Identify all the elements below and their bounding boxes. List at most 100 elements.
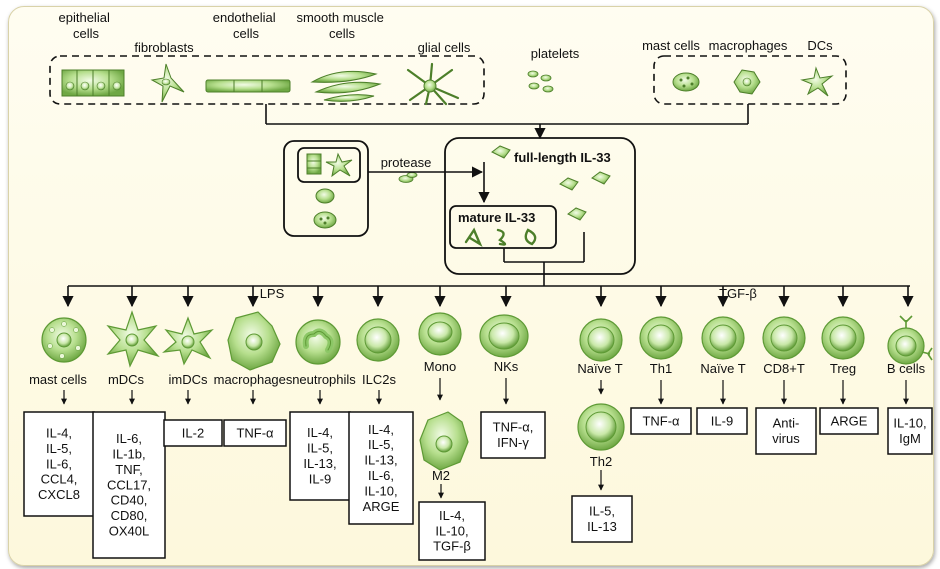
label-fibroblasts: fibroblasts bbox=[134, 40, 194, 55]
monocyte-icon bbox=[419, 313, 461, 355]
label-mast-source: mast cells bbox=[642, 38, 700, 53]
target-label-neutrophils: neutrophils bbox=[292, 372, 356, 387]
output-text-mdcs: CD40, bbox=[111, 493, 148, 508]
output-text-mast: IL-5, bbox=[46, 441, 72, 456]
output-text-neutrophils: IL-5, bbox=[307, 441, 333, 456]
target-label-imdcs: imDCs bbox=[169, 372, 208, 387]
output-text-mdcs: CD80, bbox=[111, 508, 148, 523]
output-text-nks: TNF-α, bbox=[493, 420, 534, 435]
output-text-mdcs: IL-1b, bbox=[112, 447, 145, 462]
output-text-th1: TNF-α bbox=[642, 413, 680, 428]
output-text-ilc2s: IL-6, bbox=[368, 468, 394, 483]
output-text-ilc2s: IL-13, bbox=[364, 453, 397, 468]
output-text-mast: CXCL8 bbox=[38, 487, 80, 502]
ilc2-icon bbox=[357, 319, 399, 361]
label-macrophages-source: macrophages bbox=[709, 38, 788, 53]
glial-cell-icon bbox=[408, 64, 458, 104]
source-connectors bbox=[266, 104, 748, 138]
output-text-nks: IFN-γ bbox=[497, 435, 529, 450]
target-label-ilc2s: ILC2s bbox=[362, 372, 396, 387]
output-boxes: IL-4,IL-5,IL-6,CCL4,CXCL8IL-6,IL-1b,TNF,… bbox=[24, 408, 932, 560]
epithelial-cells-icon bbox=[62, 70, 124, 96]
mature-il33-connectors bbox=[504, 232, 584, 286]
cd8-t-cell-icon bbox=[763, 317, 805, 359]
output-text-neutrophils: IL-13, bbox=[303, 456, 336, 471]
target-label-th1: Th1 bbox=[650, 361, 672, 376]
label-mature-il33: mature IL-33 bbox=[458, 210, 535, 225]
output-text-cd8: virus bbox=[772, 431, 800, 446]
output-text-macrophages: TNF-α bbox=[236, 425, 274, 440]
output-text-mast: IL-6, bbox=[46, 456, 72, 471]
m2-macrophage-icon bbox=[420, 412, 468, 470]
target-label-naive-t-2: Naïve T bbox=[700, 361, 745, 376]
mdc-icon bbox=[108, 312, 158, 366]
target-label-mdcs: mDCs bbox=[108, 372, 145, 387]
label-glial: glial cells bbox=[418, 40, 471, 55]
target-label-mast: mast cells bbox=[29, 372, 87, 387]
output-text-m2: IL-10, bbox=[435, 523, 468, 538]
platelets-icon bbox=[528, 71, 553, 92]
mast-cell-target-icon bbox=[42, 318, 86, 362]
th1-cell-icon bbox=[640, 317, 682, 359]
output-text-ilc2s: IL-10, bbox=[364, 483, 397, 498]
smooth-muscle-icon bbox=[312, 71, 380, 101]
target-label-naive-t-1: Naïve T bbox=[577, 361, 622, 376]
protease-enzyme-icon bbox=[399, 173, 417, 183]
label-lps: LPS bbox=[260, 286, 285, 301]
protease-cells-icon bbox=[307, 154, 352, 228]
label-protease: protease bbox=[381, 155, 432, 170]
output-text-ilc2s: ARGE bbox=[363, 499, 400, 514]
output-text-mast: CCL4, bbox=[41, 472, 78, 487]
target-label-cd8: CD8+T bbox=[763, 361, 805, 376]
endothelial-cells-icon bbox=[206, 80, 290, 92]
output-text-treg: ARGE bbox=[831, 413, 868, 428]
output-text-neutrophils: IL-4, bbox=[307, 425, 333, 440]
output-text-bcells: IgM bbox=[899, 431, 921, 446]
output-text-th2: IL-13 bbox=[587, 519, 617, 534]
target-label-macrophages: macrophages bbox=[214, 372, 293, 387]
target-label-th2: Th2 bbox=[590, 454, 612, 469]
target-label-mono: Mono bbox=[424, 359, 457, 374]
target-label-m2: M2 bbox=[432, 468, 450, 483]
target-label-treg: Treg bbox=[830, 361, 856, 376]
output-text-mast: IL-4, bbox=[46, 426, 72, 441]
imdc-icon bbox=[164, 318, 212, 364]
output-text-cd8: Anti- bbox=[773, 416, 800, 431]
output-text-mdcs: OX40L bbox=[109, 524, 149, 539]
macrophage-source-icon bbox=[734, 70, 760, 94]
output-text-th2: IL-5, bbox=[589, 504, 615, 519]
macrophage-target-icon bbox=[228, 312, 280, 370]
label-epithelial: epithelial cells bbox=[59, 10, 114, 41]
output-text-m2: TGF-β bbox=[433, 539, 471, 554]
output-text-imdcs: IL-2 bbox=[182, 425, 204, 440]
fibroblast-icon bbox=[152, 64, 184, 102]
mature-il33-icon bbox=[466, 230, 535, 245]
label-full-length-il33: full-length IL-33 bbox=[514, 150, 611, 165]
naive-t-cell-icon-1 bbox=[580, 319, 622, 361]
output-text-mdcs: IL-6, bbox=[116, 431, 142, 446]
output-text-bcells: IL-10, bbox=[893, 416, 926, 431]
treg-cell-icon bbox=[822, 317, 864, 359]
label-tgfb: TGF-β bbox=[719, 286, 757, 301]
naive-t-cell-icon-2 bbox=[702, 317, 744, 359]
mast-cell-source-icon bbox=[673, 73, 699, 91]
b-cell-icon bbox=[888, 316, 932, 364]
output-text-ilc2s: IL-5, bbox=[368, 437, 394, 452]
target-label-nks: NKs bbox=[494, 359, 519, 374]
output-text-mdcs: CCL17, bbox=[107, 477, 151, 492]
neutrophil-icon bbox=[296, 320, 340, 364]
label-smooth-muscle: smooth muscle cells bbox=[296, 10, 387, 41]
output-text-naive_t2: IL-9 bbox=[711, 413, 733, 428]
distribution-arrows bbox=[68, 286, 908, 306]
output-text-m2: IL-4, bbox=[439, 508, 465, 523]
output-text-mdcs: TNF, bbox=[115, 462, 142, 477]
label-endothelial: endothelial cells bbox=[213, 10, 280, 41]
dc-source-icon bbox=[802, 68, 832, 96]
output-text-ilc2s: IL-4, bbox=[368, 422, 394, 437]
th2-cell-icon bbox=[578, 404, 624, 450]
target-label-bcells: B cells bbox=[887, 361, 926, 376]
label-dcs-source: DCs bbox=[807, 38, 833, 53]
label-platelets: platelets bbox=[531, 46, 580, 61]
